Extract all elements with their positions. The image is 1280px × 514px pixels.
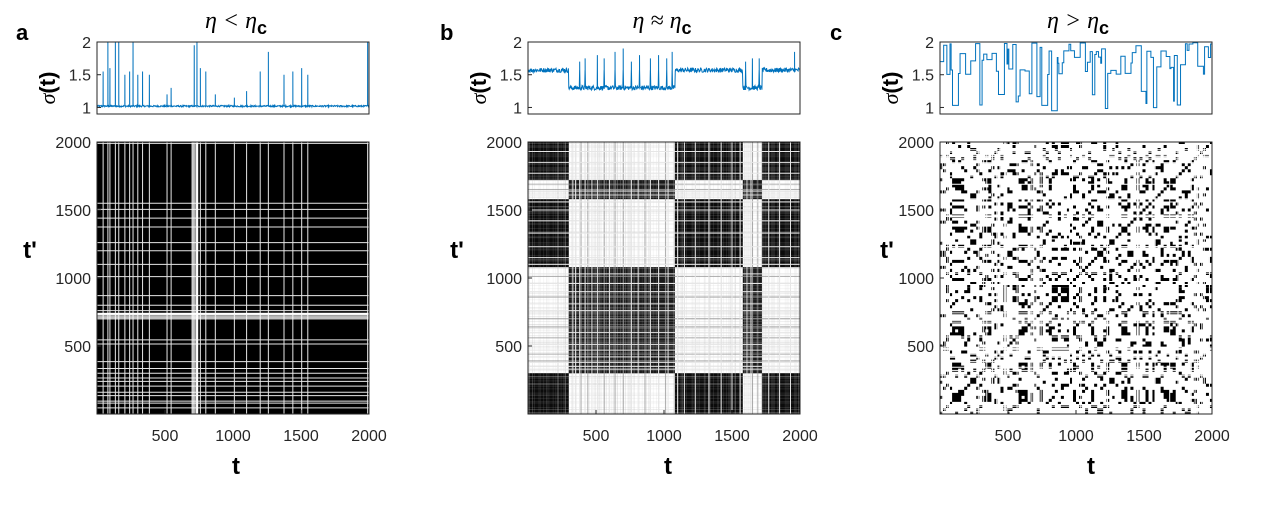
x-tick-label: 500 (152, 428, 179, 445)
y-tick-label: 1 (925, 100, 934, 117)
y-tick-label: 1.5 (69, 68, 91, 85)
y-tick-label: 1500 (898, 203, 934, 220)
y-tick-label: 2000 (55, 135, 91, 152)
x-tick-label: 1000 (215, 428, 251, 445)
recurrence-plot (939, 141, 1213, 415)
y-tick-label: 1 (513, 100, 522, 117)
x-tick-label: 1000 (646, 428, 682, 445)
y-tick-label: 500 (495, 339, 522, 356)
panel-title: η > ηc (1047, 8, 1109, 38)
y-tick-label: 2000 (898, 135, 934, 152)
recurrence-block (528, 142, 569, 181)
recurrence-x-label: t (664, 453, 672, 480)
panel-title: η ≈ ηc (633, 8, 692, 38)
sigma-timeseries-plot (96, 41, 370, 115)
y-tick-label: 500 (907, 339, 934, 356)
recurrence-cells (940, 142, 1212, 414)
y-tick-label: 1500 (55, 203, 91, 220)
sigma-series-line (96, 41, 370, 109)
x-tick-label: 500 (583, 428, 610, 445)
y-tick-label: 1 (82, 100, 91, 117)
x-tick-label: 1000 (1058, 428, 1094, 445)
recurrence-x-label: t (1087, 453, 1095, 480)
y-tick-label: 1500 (486, 203, 522, 220)
y-tick-label: 1000 (55, 271, 91, 288)
x-tick-label: 500 (995, 428, 1022, 445)
recurrence-y-label: t' (880, 237, 894, 264)
y-axis-label: σ(t) (878, 72, 903, 105)
y-axis-label: σ(t) (35, 72, 60, 105)
x-tick-label: 2000 (782, 428, 818, 445)
panel-label: c (830, 20, 842, 45)
x-tick-label: 1500 (283, 428, 319, 445)
recurrence-block (568, 267, 675, 374)
x-tick-label: 2000 (1194, 428, 1230, 445)
y-tick-label: 500 (64, 339, 91, 356)
recurrence-plot (96, 141, 370, 415)
x-tick-label: 2000 (351, 428, 387, 445)
sigma-series-line (940, 42, 1212, 112)
recurrence-y-label: t' (23, 237, 37, 264)
y-tick-label: 1.5 (912, 68, 934, 85)
recurrence-y-label: t' (450, 237, 464, 264)
y-tick-label: 1.5 (500, 68, 522, 85)
y-tick-label: 2 (82, 35, 91, 52)
y-axis-label: σ(t) (466, 72, 491, 105)
recurrence-block (761, 142, 800, 181)
x-tick-label: 1500 (714, 428, 750, 445)
recurrence-plot (527, 141, 801, 415)
y-tick-label: 1000 (486, 271, 522, 288)
sigma-series-line (527, 48, 801, 92)
panel-label: a (16, 20, 29, 45)
sigma-timeseries-plot (939, 41, 1213, 115)
panel-title: η < ηc (205, 8, 267, 38)
recurrence-block (761, 373, 800, 414)
y-tick-label: 2000 (486, 135, 522, 152)
y-tick-label: 2 (925, 35, 934, 52)
recurrence-block (528, 267, 569, 374)
recurrence-x-label: t (232, 453, 240, 480)
recurrence-block (568, 373, 675, 414)
recurrence-block (528, 373, 569, 414)
y-tick-label: 2 (513, 35, 522, 52)
panel-label: b (440, 20, 453, 45)
x-tick-label: 1500 (1126, 428, 1162, 445)
y-tick-label: 1000 (898, 271, 934, 288)
sigma-timeseries-plot (527, 41, 801, 115)
